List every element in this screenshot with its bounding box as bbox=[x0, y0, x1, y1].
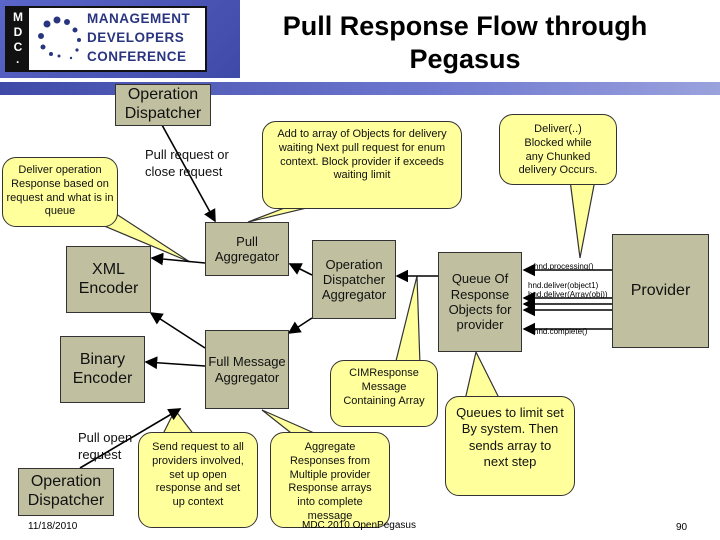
callout-send-request: Send request to all providers involved, … bbox=[138, 432, 258, 528]
full-message-aggregator: Full Message Aggregator bbox=[205, 330, 289, 409]
callout-deliver-operation: Deliver operation Response based on requ… bbox=[2, 157, 118, 227]
arrow-dispatcher-to-pull bbox=[161, 124, 216, 223]
label-hnd-deliver-array: hnd.deliver(Array(obj)) bbox=[528, 290, 608, 299]
callout-aggregate: Aggregate Responses from Multiple provid… bbox=[270, 432, 390, 528]
arrow-odagg-to-full bbox=[287, 317, 313, 334]
operation-dispatcher-aggregator: Operation Dispatcher Aggregator bbox=[312, 240, 396, 319]
tail-queues bbox=[464, 350, 501, 401]
slide-title: Pull Response Flow through Pegasus bbox=[250, 10, 680, 76]
logo-line-3: CONFERENCE bbox=[87, 49, 187, 64]
label-hnd-complete: hnd.complete() bbox=[534, 327, 588, 336]
footer-center: MDC 2010 OpenPegasus bbox=[302, 520, 416, 531]
operation-dispatcher-top: Operation Dispatcher bbox=[115, 84, 211, 126]
arrow-pull-to-xml bbox=[150, 252, 206, 266]
binary-encoder: Binary Encoder bbox=[60, 336, 145, 403]
pull-aggregator: Pull Aggregator bbox=[205, 222, 289, 276]
page-number: 90 bbox=[676, 522, 688, 533]
arrow-pull-open bbox=[79, 408, 182, 469]
callout-add-to-array: Add to array of Objects for delivery wai… bbox=[262, 121, 462, 209]
logo-line-1: MANAGEMENT bbox=[87, 11, 191, 26]
callout-deliver-blocked: Deliver(..) Blocked while any Chunked de… bbox=[499, 114, 617, 185]
tail-deliver-blocked bbox=[569, 179, 596, 259]
provider: Provider bbox=[612, 234, 709, 348]
arrow-full-to-binary bbox=[144, 356, 206, 370]
logo-dots-icon bbox=[38, 16, 81, 60]
label-hnd-processing: hnd.processing() bbox=[534, 262, 594, 271]
operation-dispatcher-bottom: Operation Dispatcher bbox=[18, 468, 114, 516]
tail-cimresponse bbox=[394, 275, 421, 366]
label-pull-request: Pull request or close request bbox=[145, 147, 229, 179]
footer-date: 11/18/2010 bbox=[28, 521, 78, 532]
label-pull-open: Pull open request bbox=[78, 430, 133, 462]
queue-of-response-objects: Queue Of Response Objects for provider bbox=[438, 252, 522, 352]
arrow-odagg-to-pull bbox=[288, 263, 313, 276]
title-line-1: Pull Response Flow through bbox=[282, 11, 648, 41]
callout-queues-limit: Queues to limit set By system. Then send… bbox=[445, 396, 575, 496]
label-hnd-deliver-object: hnd.deliver(object1) bbox=[528, 281, 599, 290]
title-line-2: Pegasus bbox=[409, 43, 521, 74]
logo-line-2: DEVELOPERS bbox=[87, 30, 185, 45]
xml-encoder: XML Encoder bbox=[66, 246, 151, 313]
arrow-full-to-xml bbox=[149, 312, 206, 349]
callout-cimresponse: CIMResponse Message Containing Array bbox=[330, 360, 438, 427]
